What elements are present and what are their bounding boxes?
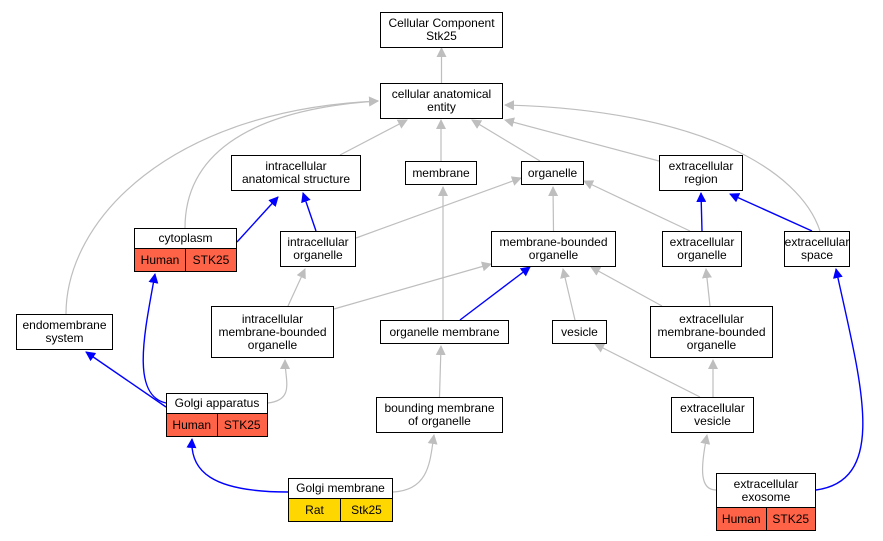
edge-part-of-io-to-ias (301, 192, 317, 232)
node-label: bounding membrane of organelle (384, 401, 495, 428)
node-label: intracellular anatomical structure (241, 159, 351, 186)
edge-is-a-embo-to-exo_org (701, 268, 712, 307)
node-label: intracellular organelle (287, 235, 349, 262)
edge-is-a-exosome-to-exv (700, 434, 717, 491)
edge-is-a-gm-to-bmo (392, 434, 438, 493)
edge-part-of-golgi-to-endo (85, 351, 167, 408)
node-label: membrane (412, 165, 470, 180)
node-label: extracellular region (668, 159, 734, 186)
edge-layer (65, 47, 864, 493)
node-label: extracellular vesicle (680, 401, 745, 428)
node-ias[interactable]: intracellular anatomical structure (231, 155, 361, 191)
node-label: extracellular space (784, 235, 850, 262)
edge-is-a-cyto-to-cae (184, 96, 379, 229)
node-label: cytoplasm (158, 231, 213, 245)
node-label: extracellular membrane-bounded organelle (657, 311, 766, 352)
node-label: endomembrane system (22, 318, 107, 345)
edge-is-a-mbo-to-org (548, 186, 559, 232)
species-tag: Human (135, 249, 185, 271)
edge-is-a-exo_org-to-org (583, 180, 691, 232)
node-exo-org[interactable]: extracellular organelle (662, 231, 742, 267)
edge-is-a-imbo-to-io (287, 268, 306, 307)
node-label: extracellular organelle (669, 235, 735, 262)
node-cc[interactable]: Cellular Component Stk25 (380, 12, 503, 48)
species-tag: Human (717, 508, 766, 530)
node-label: Golgi apparatus (174, 396, 260, 410)
edge-is-a-bmo-to-om (435, 345, 446, 398)
node-label: intracellular membrane-bounded organelle (218, 311, 327, 352)
edge-part-of-gm-to-golgi (186, 438, 289, 493)
node-exs[interactable]: extracellular space (784, 231, 850, 267)
edge-is-a-org-to-cae (471, 119, 541, 162)
node-label: Cellular Component Stk25 (388, 16, 495, 43)
species-tag: Human (167, 414, 217, 436)
node-embo[interactable]: extracellular membrane-bounded organelle (650, 306, 773, 358)
edge-is-a-ves-to-mbo (560, 268, 576, 321)
edge-is-a-ias-to-cae (339, 119, 408, 156)
node-label: Golgi membrane (296, 481, 385, 495)
gene-tag: Stk25 (340, 499, 392, 521)
node-label: organelle (527, 165, 578, 180)
edge-is-a-imbo-to-mbo (333, 261, 492, 310)
edge-is-a-io-to-org (355, 176, 522, 239)
node-imbo[interactable]: intracellular membrane-bounded organelle (211, 306, 334, 358)
species-tag: Rat (289, 499, 340, 521)
edge-is-a-exv-to-ves (594, 343, 701, 398)
node-mbo[interactable]: membrane-bounded organelle (491, 231, 616, 267)
edge-part-of-exo_org-to-exr (696, 192, 707, 232)
edge-is-a-exr-to-cae (504, 117, 660, 162)
node-endo[interactable]: endomembrane system (16, 314, 113, 350)
gene-tag: STK25 (765, 508, 815, 530)
gene-tag: STK25 (216, 414, 267, 436)
edge-part-of-om-to-mbo (459, 266, 531, 321)
edge-is-a-exs-to-cae (504, 100, 821, 232)
node-om[interactable]: organelle membrane (380, 320, 509, 344)
node-org[interactable]: organelle (521, 161, 584, 185)
edge-part-of-exosome-to-exs (815, 268, 864, 491)
edge-part-of-exs-to-exr (729, 193, 813, 232)
node-label: organelle membrane (389, 324, 500, 339)
edge-is-a-embo-to-mbo (590, 266, 663, 307)
edge-part-of-cyto-to-ias (236, 196, 279, 243)
node-label: membrane-bounded organelle (499, 235, 608, 262)
node-io[interactable]: intracellular organelle (280, 231, 356, 267)
edge-is-a-golgi-to-imbo (267, 359, 291, 404)
gene-tag: STK25 (185, 249, 236, 271)
edge-part-of-golgi-to-cyto (142, 273, 167, 404)
edge-is-a-endo-to-cae (65, 96, 379, 315)
node-ves[interactable]: vesicle (552, 320, 607, 344)
node-exr[interactable]: extracellular region (659, 155, 743, 191)
node-label: vesicle (561, 324, 598, 339)
node-bmo[interactable]: bounding membrane of organelle (376, 397, 503, 433)
node-label: extracellular exosome (733, 476, 799, 504)
node-label: cellular anatomical entity (391, 87, 492, 114)
node-cae[interactable]: cellular anatomical entity (380, 83, 503, 119)
node-exv[interactable]: extracellular vesicle (671, 397, 754, 433)
node-mem[interactable]: membrane (405, 161, 477, 185)
